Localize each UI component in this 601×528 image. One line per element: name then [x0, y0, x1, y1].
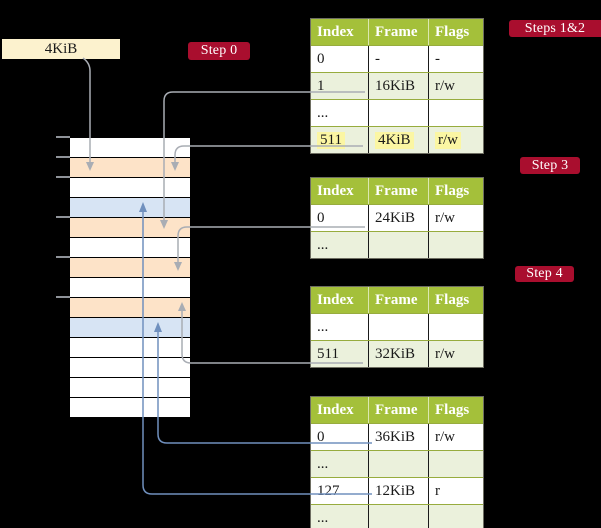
cell-index: 127	[317, 482, 340, 499]
cell-flags	[428, 505, 483, 528]
table-row: 0 36KiB r/w	[311, 423, 483, 450]
address-tick	[56, 176, 70, 178]
memory-frame-row-blue	[70, 198, 190, 218]
cell-flags: r	[428, 478, 483, 504]
cell-flags	[428, 451, 483, 477]
cell-index: 0	[317, 428, 325, 445]
cell-frame: 36KiB	[368, 424, 428, 450]
badge-step-3-label: Step 3	[531, 157, 569, 173]
cell-frame	[368, 505, 428, 528]
address-tick	[56, 256, 70, 258]
cell-index: 511	[311, 127, 368, 153]
memory-frame-row-orange	[70, 218, 190, 238]
table-row: 0 24KiB r/w	[311, 204, 483, 231]
address-tick	[56, 136, 70, 138]
cell-index: ...	[317, 509, 329, 526]
badge-steps-1-2: Steps 1&2	[509, 20, 601, 37]
frame-size-label: 4KiB	[44, 40, 78, 57]
cell-index: ...	[317, 236, 329, 253]
cell-frame	[368, 451, 428, 477]
col-header-flags: Flags	[428, 287, 483, 313]
badge-step-4-label: Step 4	[526, 266, 563, 281]
badge-steps-1-2-label: Steps 1&2	[524, 20, 586, 36]
page-table-step-4-upper: Index Frame Flags ... 511 32KiB r/w	[310, 286, 484, 368]
badge-step-0: Step 0	[188, 42, 250, 60]
memory-frame-row-white	[70, 378, 190, 398]
cell-flags: r/w	[428, 73, 483, 99]
cell-index: 0	[317, 209, 325, 226]
cell-frame: 4KiB	[368, 127, 428, 153]
table-row-highlighted: 511 4KiB r/w	[311, 126, 483, 153]
table-row: ...	[311, 313, 483, 340]
col-header-flags: Flags	[428, 19, 483, 45]
memory-frame-row-white	[70, 398, 190, 418]
cell-frame	[368, 100, 428, 126]
col-header-index: Index	[317, 291, 354, 308]
cell-flags	[428, 314, 483, 340]
table-row: ...	[311, 99, 483, 126]
badge-step-4: Step 4	[515, 266, 574, 282]
page-table-steps-1-2: Index Frame Flags 0 - - 1 16KiB r/w ... …	[310, 18, 484, 154]
cell-frame: 16KiB	[368, 73, 428, 99]
table-header-row: Index Frame Flags	[311, 397, 483, 423]
page-table-step-3: Index Frame Flags 0 24KiB r/w ...	[310, 177, 484, 259]
cell-flags: r/w	[428, 341, 483, 367]
memory-frame-row-blue	[70, 318, 190, 338]
col-header-index: Index	[317, 23, 354, 40]
table-header-row: Index Frame Flags	[311, 178, 483, 204]
col-header-index: Index	[317, 401, 354, 418]
frame-size-label-box: 4KiB	[2, 39, 120, 59]
memory-frame-row-white	[70, 238, 190, 258]
page-table-step-4-lower: Index Frame Flags 0 36KiB r/w ... 127 12…	[310, 396, 484, 528]
table-row: ...	[311, 504, 483, 528]
cell-flags	[428, 100, 483, 126]
cell-frame: -	[368, 46, 428, 72]
table-row: 127 12KiB r	[311, 477, 483, 504]
cell-flags	[428, 232, 483, 258]
table-header-row: Index Frame Flags	[311, 287, 483, 313]
col-header-index: Index	[317, 182, 354, 199]
col-header-flags: Flags	[428, 178, 483, 204]
cell-frame: 24KiB	[368, 205, 428, 231]
cell-flags: r/w	[428, 424, 483, 450]
memory-frame-row-orange	[70, 258, 190, 278]
address-tick	[56, 216, 70, 218]
cell-frame: 32KiB	[368, 341, 428, 367]
cell-index: ...	[317, 318, 329, 335]
cell-index: ...	[317, 104, 329, 121]
cell-index: 1	[317, 77, 325, 94]
cell-flags: -	[428, 46, 483, 72]
memory-frame-row-white	[70, 278, 190, 298]
address-tick	[56, 296, 70, 298]
table-header-row: Index Frame Flags	[311, 19, 483, 45]
cell-frame	[368, 232, 428, 258]
table-row: 511 32KiB r/w	[311, 340, 483, 367]
cell-frame: 12KiB	[368, 478, 428, 504]
cell-frame	[368, 314, 428, 340]
table-row: ...	[311, 231, 483, 258]
table-row: ...	[311, 450, 483, 477]
memory-column	[70, 137, 190, 418]
memory-frame-row-orange	[70, 298, 190, 318]
col-header-frame: Frame	[368, 287, 428, 313]
address-tick	[56, 156, 70, 158]
memory-frame-row-orange	[70, 158, 190, 178]
cell-flags: r/w	[428, 205, 483, 231]
table-row: 0 - -	[311, 45, 483, 72]
cell-index: ...	[317, 455, 329, 472]
memory-frame-row-white	[70, 358, 190, 378]
badge-step-0-label: Step 0	[200, 43, 238, 58]
memory-frame-row-white	[70, 338, 190, 358]
cell-flags: r/w	[428, 127, 483, 153]
badge-step-3: Step 3	[520, 157, 580, 174]
memory-frame-row-white	[70, 138, 190, 158]
memory-frame-row-white	[70, 178, 190, 198]
col-header-flags: Flags	[428, 397, 483, 423]
col-header-frame: Frame	[368, 397, 428, 423]
col-header-frame: Frame	[368, 19, 428, 45]
col-header-frame: Frame	[368, 178, 428, 204]
cell-index: 511	[317, 345, 339, 362]
cell-index: 0	[317, 50, 325, 67]
table-row: 1 16KiB r/w	[311, 72, 483, 99]
